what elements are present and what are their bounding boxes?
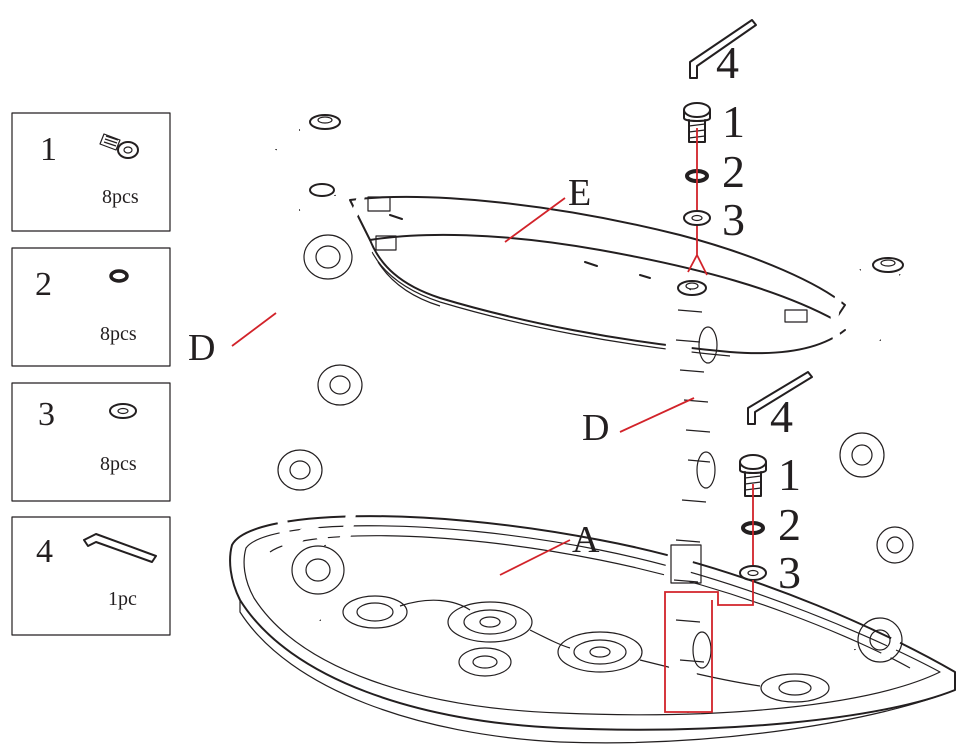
part-qty-1: 8pcs [102,186,139,208]
part-box-1: 1 8pcs [11,112,171,232]
top-flat-washer-label: 3 [722,194,745,245]
bottom-flat-washer-label: 3 [778,547,801,598]
part-number-4: 4 [36,533,53,570]
allen-key-icon [83,533,157,563]
top-lock-washer-label: 2 [722,146,745,197]
right-leg [830,257,931,671]
base-shelf-a [229,515,956,744]
part-box-3: 3 8pcs [11,382,171,502]
top-key-label: 4 [716,37,739,88]
d-right-leader [619,397,695,433]
callout-d-left: D [188,327,215,369]
bottom-flat-washer-icon [739,565,767,581]
top-stack-leader [687,128,708,276]
bottom-allen-key-icon [747,371,813,425]
console-table-drawing [229,114,956,744]
leader-lines [231,128,754,713]
bottom-key-label: 4 [770,391,793,442]
bolt-icon [99,133,139,159]
bottom-bolt-label: 1 [778,449,801,500]
callout-d-right: D [582,407,609,449]
top-hardware-stack: 4 1 2 3 [683,19,757,245]
callout-a: A [572,519,600,561]
callout-e: E [568,172,591,214]
top-flat-washer-icon [683,210,711,226]
e-leader [504,197,566,243]
callout-labels: E D D A [188,172,609,561]
bottom-hardware-stack: 4 1 2 3 [739,371,813,598]
part-box-4: 4 1pc [11,516,171,636]
part-number-3: 3 [38,396,55,433]
part-qty-2: 8pcs [100,323,137,345]
d-left-leader [231,312,277,347]
part-number-1: 1 [40,131,57,168]
a-leader [499,539,571,576]
center-leg-d [661,280,718,714]
lock-washer-icon [109,269,129,283]
left-leg-d [264,114,377,624]
top-bolt-label: 1 [722,96,745,147]
part-qty-4: 1pc [108,588,137,610]
flat-washer-icon [109,403,137,419]
top-allen-key-icon [689,19,757,79]
bottom-lock-washer-label: 2 [778,499,801,550]
parts-list: 1 8pcs 2 8pcs 3 8pcs [11,112,171,636]
part-box-2: 2 8pcs [11,247,171,367]
part-qty-3: 8pcs [100,453,137,475]
bottom-stack-leader [664,484,754,713]
top-shelf-e [349,195,846,357]
part-number-2: 2 [35,266,52,303]
